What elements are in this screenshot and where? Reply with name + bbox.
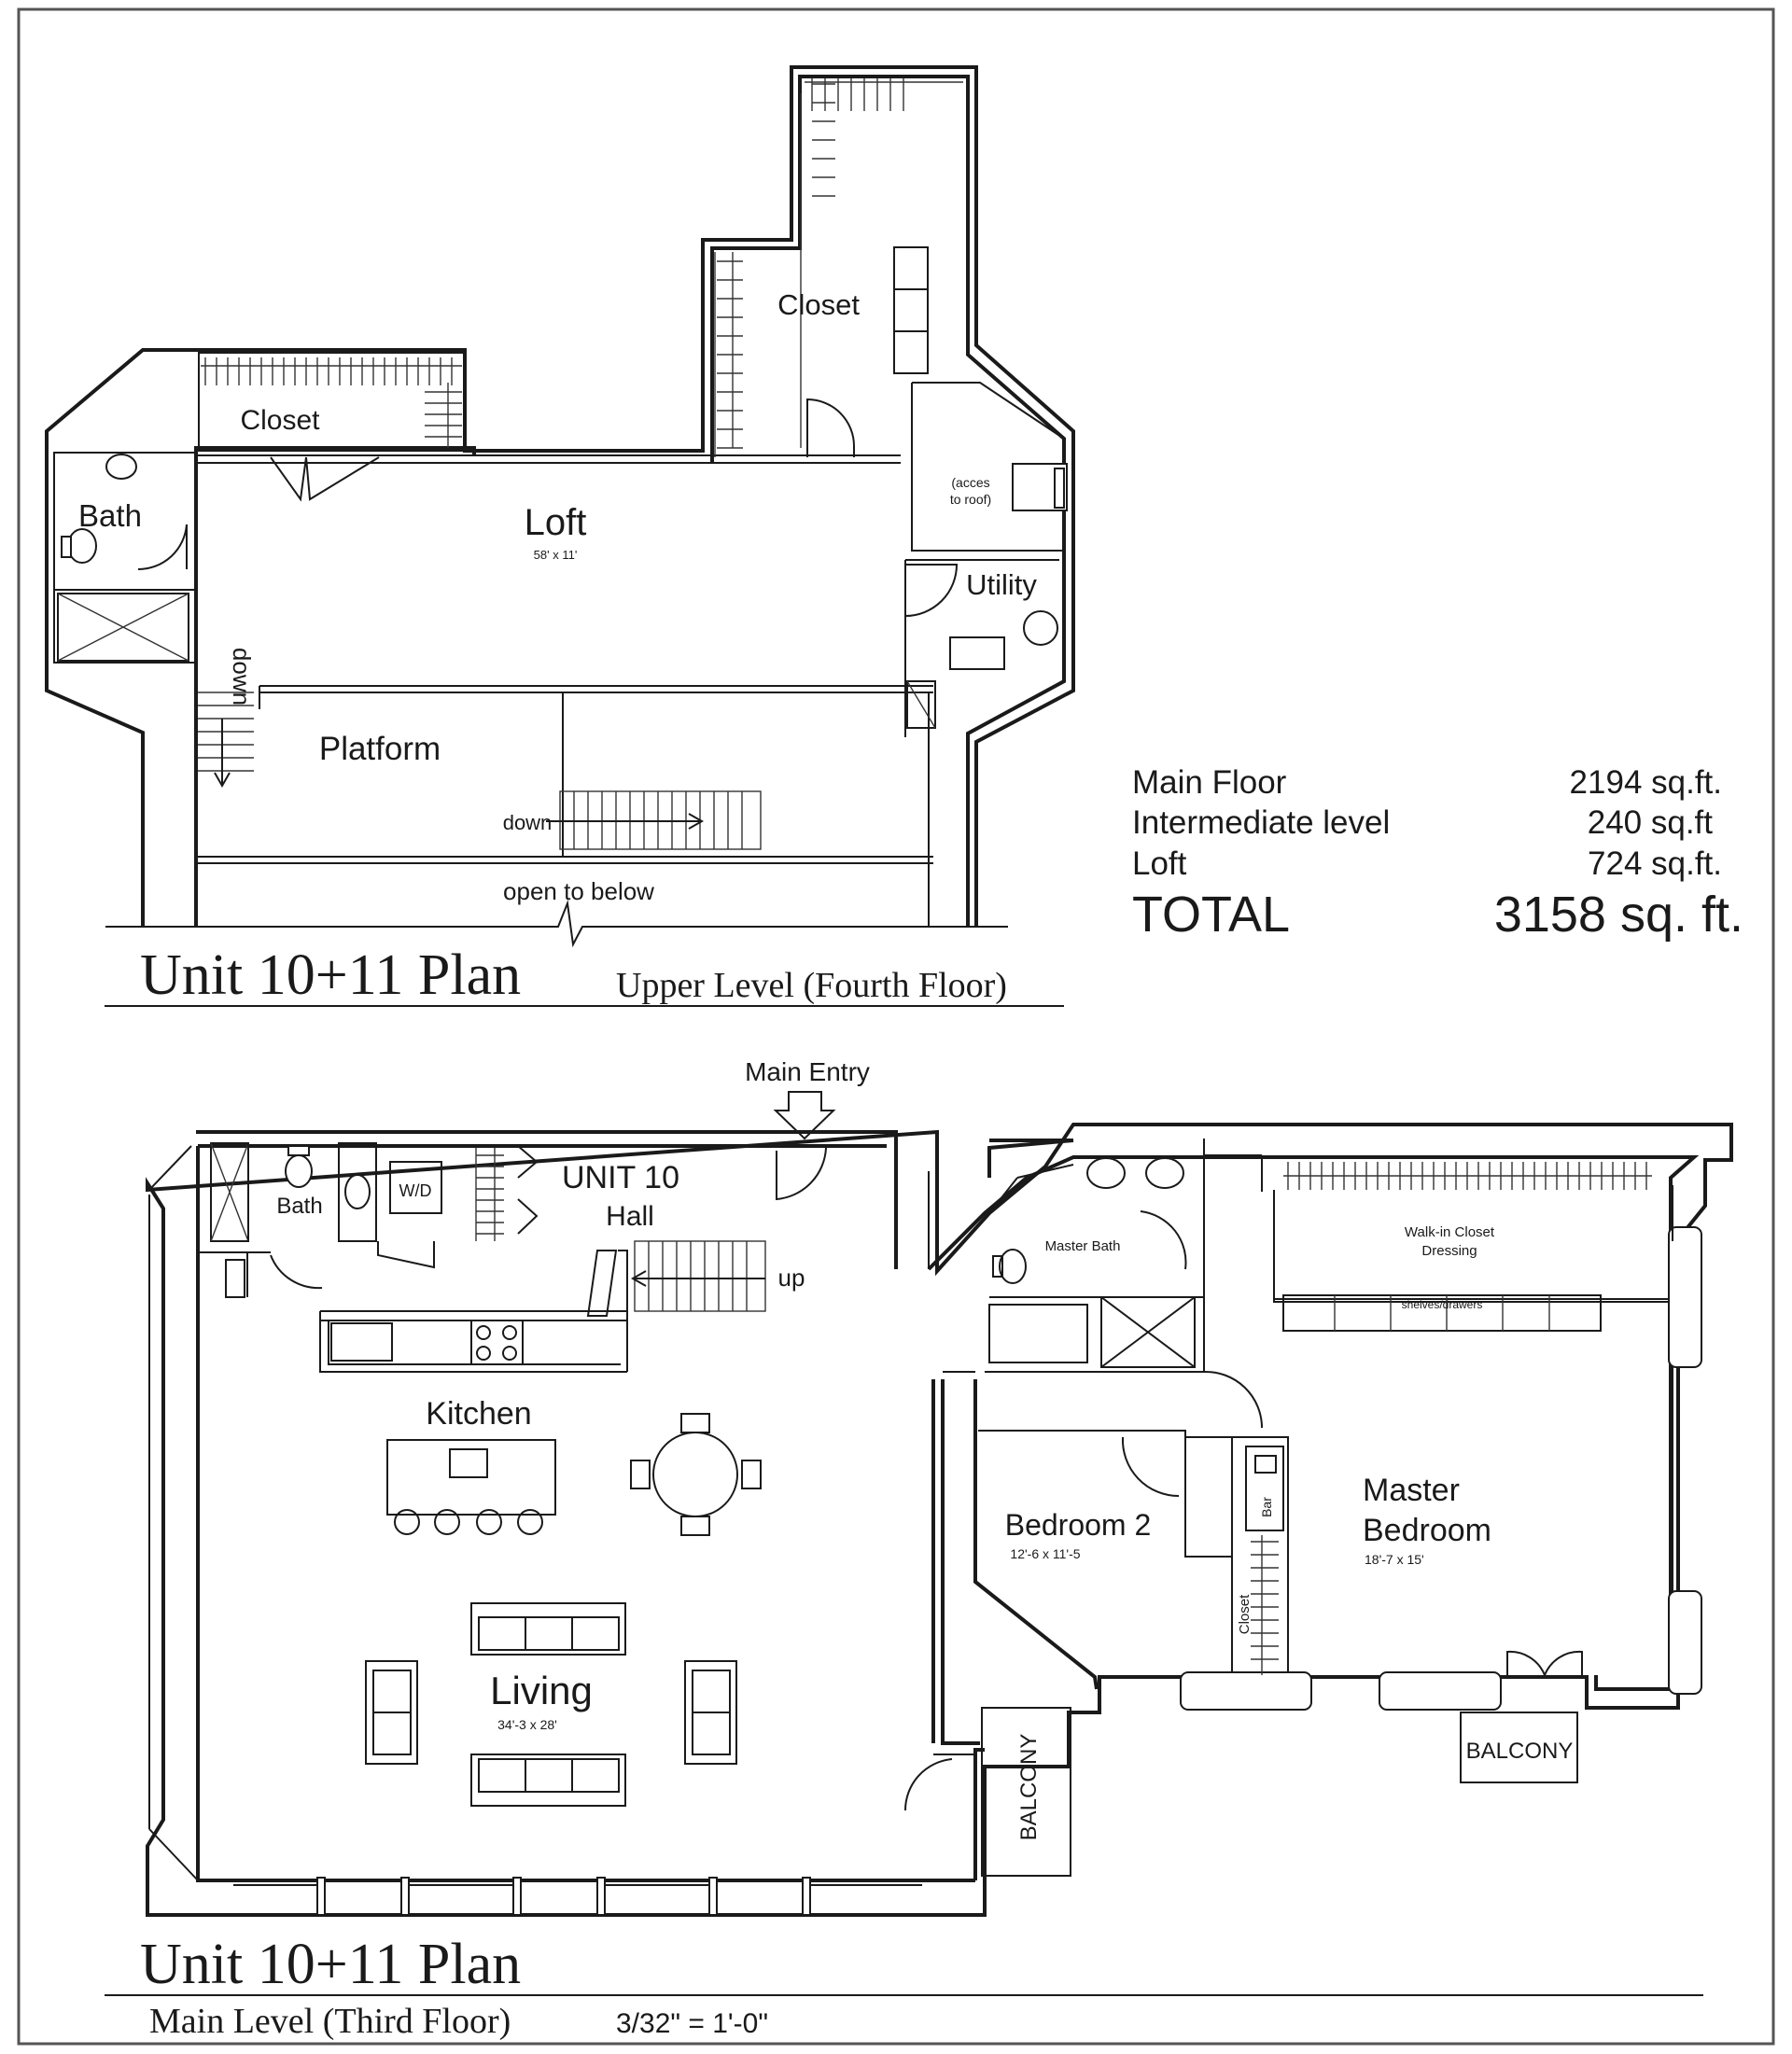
label-main-entry: Main Entry xyxy=(745,1057,870,1086)
label-down-horizontal: down xyxy=(503,811,553,834)
utility-door[interactable] xyxy=(904,564,959,617)
label-hall: Hall xyxy=(606,1201,654,1232)
area-row-label: Intermediate level xyxy=(1132,804,1390,841)
label-bath-upper: Bath xyxy=(78,498,142,533)
main-plan-subtitle: Main Level (Third Floor) xyxy=(149,2002,511,2041)
closet-rod-right xyxy=(714,78,963,457)
up-arrow-icon xyxy=(630,1270,765,1287)
label-closet-right: Closet xyxy=(777,288,860,321)
label-balcony-left: BALCONY xyxy=(1016,1734,1042,1841)
label-master-dim: 18'-7 x 15' xyxy=(1365,1552,1424,1567)
drawers-unit xyxy=(893,246,929,374)
area-row-label: Main Floor xyxy=(1132,764,1287,801)
area-row-value: 240 sq.ft xyxy=(1588,804,1714,841)
area-total-value: 3158 sq. ft. xyxy=(1494,887,1743,943)
upper-level-plan: Closet Closet Bath Loft 58' x 11' (acces… xyxy=(45,65,1075,1007)
down-arrow-icon xyxy=(214,719,231,789)
label-bar: Bar xyxy=(1259,1497,1274,1517)
stair-up[interactable] xyxy=(634,1240,766,1312)
label-closet-small: Closet xyxy=(1237,1594,1253,1634)
label-bedroom2: Bedroom 2 xyxy=(1005,1508,1152,1542)
label-roof-access-1: (acces xyxy=(951,475,989,490)
label-bath-main: Bath xyxy=(276,1194,322,1219)
main-inner-wall-left xyxy=(196,1144,985,1882)
sink-icon xyxy=(344,1174,371,1209)
label-master-bath: Master Bath xyxy=(1045,1238,1121,1254)
main-plan-title: Unit 10+11 Plan xyxy=(140,1933,521,1996)
main-entry-arrow-icon xyxy=(773,1091,836,1140)
balcony-left[interactable] xyxy=(981,1707,1071,1877)
toilet-icon xyxy=(285,1154,313,1188)
label-wd: W/D xyxy=(399,1181,432,1200)
label-master-bedroom: Bedroom xyxy=(1363,1513,1491,1548)
closet-rod-hall xyxy=(475,1148,504,1241)
area-row-label: Loft xyxy=(1132,845,1187,882)
main-inner-wall-right xyxy=(927,1139,1700,1691)
label-loft-dim: 58' x 11' xyxy=(534,548,578,562)
balcony-door-left[interactable] xyxy=(903,1754,975,1811)
upper-inner-wall xyxy=(194,75,1066,926)
upper-plan-title: Unit 10+11 Plan xyxy=(140,943,521,1007)
label-kitchen: Kitchen xyxy=(426,1396,531,1432)
closet-rod-master xyxy=(1251,1535,1279,1675)
master-bath-fixtures xyxy=(988,1157,1263,1498)
area-total-label: TOTAL xyxy=(1132,887,1290,943)
label-shelves: shelves/drawers xyxy=(1402,1298,1483,1311)
shelves-drawers-unit xyxy=(1282,1294,1602,1332)
kitchen-counter xyxy=(319,1310,627,1373)
upper-outer-wall xyxy=(45,65,1075,926)
closet-door-left[interactable] xyxy=(270,456,380,502)
kitchen-island xyxy=(386,1439,556,1516)
washer-dryer xyxy=(389,1161,442,1214)
area-row-value: 724 sq.ft. xyxy=(1588,845,1722,882)
balcony-right[interactable] xyxy=(1460,1712,1578,1783)
label-walkin-dressing: Dressing xyxy=(1421,1243,1477,1259)
label-walkin-closet: Walk-in Closet xyxy=(1405,1224,1495,1240)
label-unit-10: UNIT 10 xyxy=(562,1160,679,1195)
upper-plan-subtitle: Upper Level (Fourth Floor) xyxy=(616,966,1007,1005)
main-plan-scale: 3/32" = 1'-0" xyxy=(616,2008,768,2039)
label-balcony-right: BALCONY xyxy=(1466,1739,1574,1764)
cooktop-icon xyxy=(470,1320,524,1365)
label-living-dim: 34'-3 x 28' xyxy=(497,1717,557,1732)
living-furniture xyxy=(365,1602,737,1807)
label-utility: Utility xyxy=(966,568,1037,601)
windows-main xyxy=(233,1185,1702,1916)
area-row-value: 2194 sq.ft. xyxy=(1570,764,1722,801)
label-roof-access-2: to roof) xyxy=(950,492,991,507)
walkin-closet-rod xyxy=(1283,1162,1652,1190)
area-summary: Main Floor 2194 sq.ft. Intermediate leve… xyxy=(1132,764,1743,943)
page-frame xyxy=(17,7,1775,2046)
closet-door-right[interactable] xyxy=(806,398,855,457)
main-level-plan: Main Entry UNIT 10 Hall Bath W/D up Kitc… xyxy=(105,1057,1733,2041)
main-outer-wall-left xyxy=(146,1123,1733,1917)
toilet-icon xyxy=(67,528,97,564)
label-master: Master xyxy=(1363,1473,1460,1508)
dining-table xyxy=(630,1413,762,1536)
right-arrow-icon xyxy=(546,813,705,830)
label-closet-left: Closet xyxy=(240,405,320,436)
label-open-below: open to below xyxy=(503,877,654,905)
bar-stools xyxy=(394,1509,543,1535)
label-down-vertical: down xyxy=(228,648,256,706)
balcony-door-right[interactable] xyxy=(1506,1650,1583,1676)
main-entry-door[interactable] xyxy=(776,1147,827,1201)
label-loft: Loft xyxy=(525,502,587,543)
label-living: Living xyxy=(490,1669,593,1712)
closet-rod-left xyxy=(201,357,462,448)
label-bedroom2-dim: 12'-6 x 11'-5 xyxy=(1010,1546,1080,1561)
stair-vertical[interactable] xyxy=(198,692,254,772)
label-platform: Platform xyxy=(319,731,441,767)
label-up: up xyxy=(778,1264,805,1292)
